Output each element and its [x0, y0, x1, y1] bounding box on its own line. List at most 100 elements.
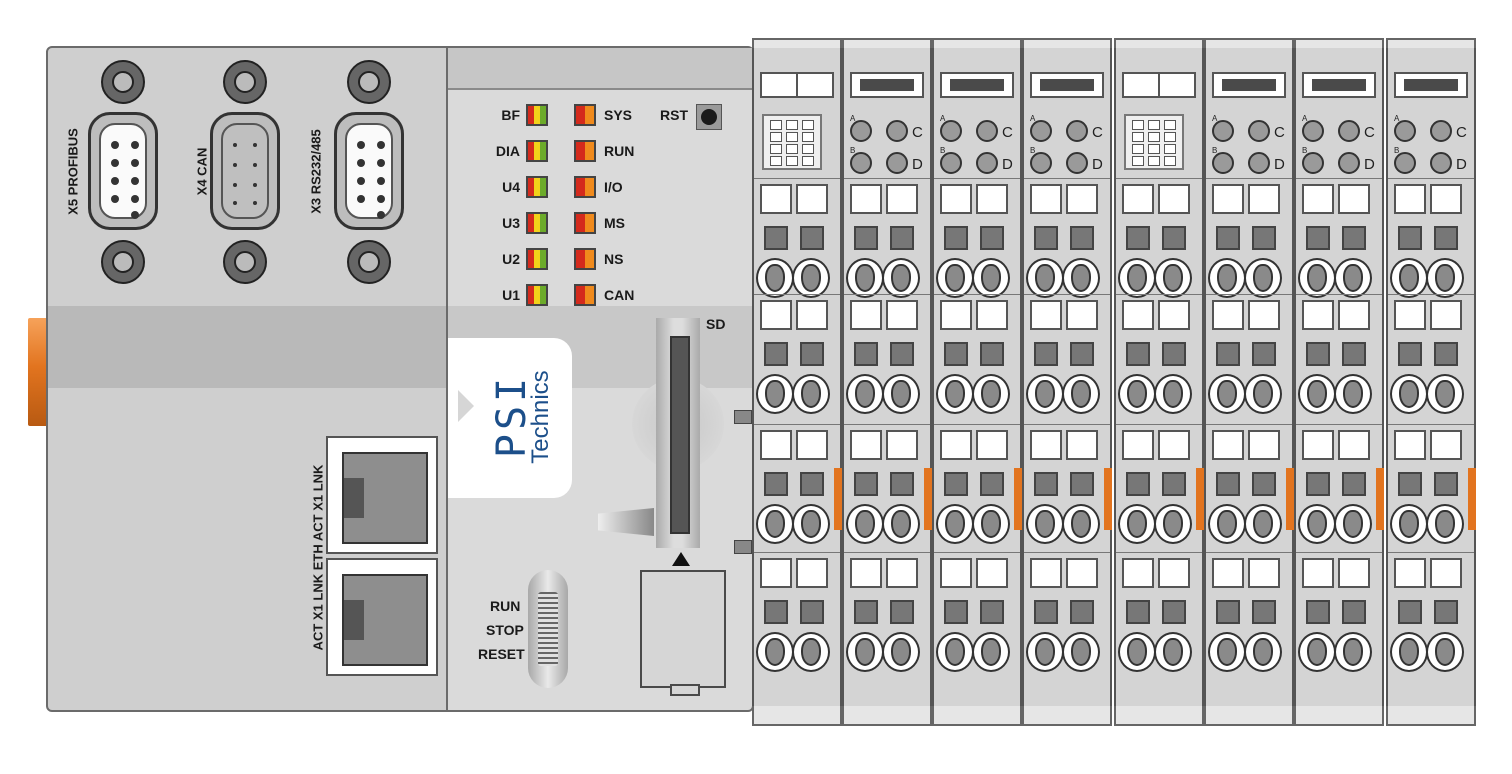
push-release-slot[interactable] — [1158, 184, 1190, 214]
wire-entry-icon[interactable] — [1298, 632, 1336, 672]
push-release-slot[interactable] — [1430, 430, 1462, 460]
push-release-slot[interactable] — [1302, 558, 1334, 588]
wire-entry-icon[interactable] — [1390, 632, 1428, 672]
push-release-slot[interactable] — [1212, 184, 1244, 214]
wire-entry-icon[interactable] — [882, 258, 920, 298]
push-release-slot[interactable] — [1248, 300, 1280, 330]
wire-entry-icon[interactable] — [792, 258, 830, 298]
push-release-slot[interactable] — [850, 558, 882, 588]
wire-entry-icon[interactable] — [756, 504, 794, 544]
push-release-slot[interactable] — [1212, 558, 1244, 588]
push-release-slot[interactable] — [976, 430, 1008, 460]
wire-entry-icon[interactable] — [756, 374, 794, 414]
wire-entry-icon[interactable] — [1118, 632, 1156, 672]
push-release-slot[interactable] — [1338, 558, 1370, 588]
push-release-slot[interactable] — [940, 558, 972, 588]
push-release-slot[interactable] — [796, 558, 828, 588]
wire-entry-icon[interactable] — [792, 374, 830, 414]
wire-entry-icon[interactable] — [1062, 504, 1100, 544]
push-release-slot[interactable] — [886, 558, 918, 588]
push-release-slot[interactable] — [1394, 300, 1426, 330]
wire-entry-icon[interactable] — [1026, 374, 1064, 414]
mode-selector-switch[interactable] — [528, 570, 568, 688]
wire-entry-icon[interactable] — [792, 632, 830, 672]
push-release-slot[interactable] — [1430, 300, 1462, 330]
reset-button[interactable] — [696, 104, 722, 130]
push-release-slot[interactable] — [1122, 300, 1154, 330]
push-release-slot[interactable] — [1394, 184, 1426, 214]
wire-entry-icon[interactable] — [1298, 258, 1336, 298]
wire-entry-icon[interactable] — [1026, 258, 1064, 298]
wire-entry-icon[interactable] — [1426, 258, 1464, 298]
wire-entry-icon[interactable] — [1426, 632, 1464, 672]
wire-entry-icon[interactable] — [936, 504, 974, 544]
wire-entry-icon[interactable] — [1026, 632, 1064, 672]
push-release-slot[interactable] — [760, 300, 792, 330]
wire-entry-icon[interactable] — [792, 504, 830, 544]
wire-entry-icon[interactable] — [1244, 632, 1282, 672]
push-release-slot[interactable] — [1394, 558, 1426, 588]
push-release-slot[interactable] — [976, 184, 1008, 214]
eth-port-2[interactable] — [326, 558, 438, 676]
push-release-slot[interactable] — [760, 558, 792, 588]
wire-entry-icon[interactable] — [846, 374, 884, 414]
push-release-slot[interactable] — [1430, 184, 1462, 214]
push-release-slot[interactable] — [1030, 184, 1062, 214]
push-release-slot[interactable] — [796, 184, 828, 214]
sd-cover-door[interactable] — [640, 570, 726, 696]
push-release-slot[interactable] — [796, 300, 828, 330]
push-release-slot[interactable] — [1248, 558, 1280, 588]
push-release-slot[interactable] — [1212, 430, 1244, 460]
wire-entry-icon[interactable] — [1426, 504, 1464, 544]
wire-entry-icon[interactable] — [1390, 374, 1428, 414]
wire-entry-icon[interactable] — [1334, 504, 1372, 544]
push-release-slot[interactable] — [1212, 300, 1244, 330]
push-release-slot[interactable] — [1122, 558, 1154, 588]
push-release-slot[interactable] — [1066, 184, 1098, 214]
wire-entry-icon[interactable] — [1244, 374, 1282, 414]
push-release-slot[interactable] — [850, 184, 882, 214]
wire-entry-icon[interactable] — [1118, 258, 1156, 298]
wire-entry-icon[interactable] — [1244, 504, 1282, 544]
push-release-slot[interactable] — [1302, 184, 1334, 214]
wire-entry-icon[interactable] — [972, 504, 1010, 544]
push-release-slot[interactable] — [1030, 430, 1062, 460]
push-release-slot[interactable] — [1248, 430, 1280, 460]
wire-entry-icon[interactable] — [1208, 632, 1246, 672]
push-release-slot[interactable] — [1122, 430, 1154, 460]
push-release-slot[interactable] — [886, 184, 918, 214]
wire-entry-icon[interactable] — [882, 374, 920, 414]
wire-entry-icon[interactable] — [846, 632, 884, 672]
push-release-slot[interactable] — [1030, 300, 1062, 330]
push-release-slot[interactable] — [1430, 558, 1462, 588]
push-release-slot[interactable] — [760, 184, 792, 214]
wire-entry-icon[interactable] — [936, 632, 974, 672]
wire-entry-icon[interactable] — [882, 632, 920, 672]
push-release-slot[interactable] — [1158, 430, 1190, 460]
wire-entry-icon[interactable] — [972, 632, 1010, 672]
push-release-slot[interactable] — [1302, 430, 1334, 460]
x4-can-connector[interactable] — [210, 60, 280, 284]
wire-entry-icon[interactable] — [1154, 632, 1192, 672]
push-release-slot[interactable] — [886, 430, 918, 460]
wire-entry-icon[interactable] — [882, 504, 920, 544]
push-release-slot[interactable] — [1066, 558, 1098, 588]
wire-entry-icon[interactable] — [1154, 504, 1192, 544]
push-release-slot[interactable] — [976, 300, 1008, 330]
push-release-slot[interactable] — [1030, 558, 1062, 588]
push-release-slot[interactable] — [760, 430, 792, 460]
push-release-slot[interactable] — [1394, 430, 1426, 460]
wire-entry-icon[interactable] — [1298, 504, 1336, 544]
push-release-slot[interactable] — [940, 184, 972, 214]
eth-port-1[interactable] — [326, 436, 438, 554]
wire-entry-icon[interactable] — [1426, 374, 1464, 414]
push-release-slot[interactable] — [1248, 184, 1280, 214]
wire-entry-icon[interactable] — [1390, 258, 1428, 298]
push-release-slot[interactable] — [796, 430, 828, 460]
push-release-slot[interactable] — [1338, 300, 1370, 330]
wire-entry-icon[interactable] — [1154, 374, 1192, 414]
wire-entry-icon[interactable] — [1334, 374, 1372, 414]
push-release-slot[interactable] — [1066, 430, 1098, 460]
push-release-slot[interactable] — [1066, 300, 1098, 330]
wire-entry-icon[interactable] — [1334, 258, 1372, 298]
